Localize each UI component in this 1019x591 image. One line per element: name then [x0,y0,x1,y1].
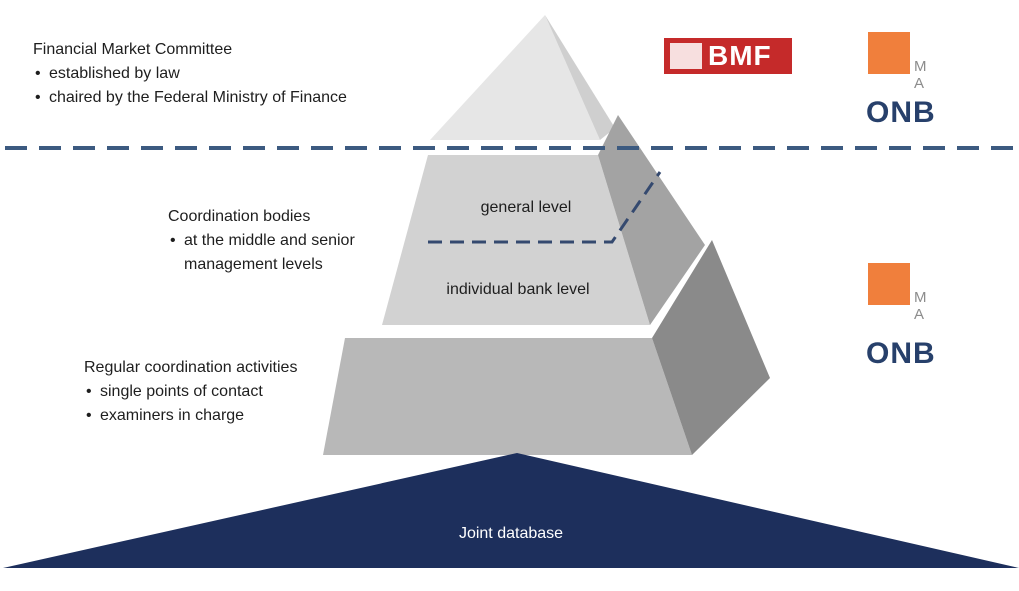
general-level-label: general level [480,199,572,216]
coordination-bodies-block: Coordination bodies at the middle and se… [168,205,355,277]
federal-eagle-icon [670,43,702,69]
pyramid-bottom-right-face [652,240,770,455]
pyramid-top-right-face [545,15,615,140]
committee-bullet: established by law [33,62,347,86]
committee-block: Financial Market Committee established b… [33,38,347,110]
fma-square-icon [868,32,910,74]
pyramid-top-left-face [430,15,600,140]
coordination-bodies-bullet-line1: at the middle and senior [184,232,355,249]
onb-logo-top: ONB [866,96,936,129]
pyramid-middle-right-face [598,115,705,325]
fma-logo-text: M A [914,289,933,323]
bmf-logo-text: BMF [708,40,772,71]
pyramid-bottom-front-face [323,338,692,455]
committee-bullet: chaired by the Federal Ministry of Finan… [33,86,347,110]
coordination-activities-bullet: single points of contact [84,380,297,404]
joint-database-label: Joint database [458,525,564,542]
coordination-bodies-bullet: at the middle and senior management leve… [168,229,355,277]
onb-logo-bottom: ONB [866,337,936,370]
coordination-activities-bullet: examiners in charge [84,404,297,428]
joint-database-base [3,453,1019,568]
level-divider-line [428,171,662,244]
coordination-bodies-bullet-line2: management levels [184,256,323,273]
coordination-activities-title: Regular coordination activities [84,359,298,376]
coordination-activities-block: Regular coordination activities single p… [84,356,297,428]
individual-bank-level-label: individual bank level [446,281,590,298]
coordination-bodies-title: Coordination bodies [168,208,311,225]
fma-square-icon [868,263,910,305]
committee-title: Financial Market Committee [33,41,233,58]
fma-logo-text: M A [914,58,933,92]
bmf-logo: BMF [664,38,792,74]
pyramid-middle-front-face [382,155,650,325]
